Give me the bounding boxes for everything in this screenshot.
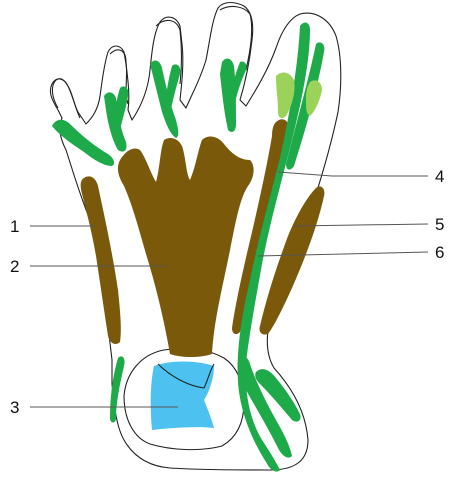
tendon-toe-3 <box>150 60 179 138</box>
retinaculum-edge <box>157 363 215 389</box>
label-6: 6 <box>435 243 444 262</box>
labels: 1 2 3 4 5 6 <box>10 167 444 417</box>
label-2: 2 <box>10 257 19 276</box>
tendon-toe-3-branch <box>164 64 181 117</box>
foot-outline <box>49 1 342 471</box>
muscles <box>80 119 325 357</box>
flexor-hallucis-longus-tendon <box>237 22 310 472</box>
tendon-toe-4-branch <box>112 86 129 141</box>
toe-2-outline <box>219 5 253 71</box>
tendon-toe-2-branch <box>229 61 247 108</box>
leader-5 <box>293 223 429 227</box>
toe-3-outline <box>155 19 183 85</box>
label-5: 5 <box>435 215 444 234</box>
tendon-toe-2 <box>220 58 236 132</box>
peroneus-longus-tendon <box>110 356 125 423</box>
leader-6 <box>257 251 429 257</box>
abductor-hallucis-muscle <box>259 186 325 335</box>
leader-lines <box>30 171 429 408</box>
tendon-toe-1-medial <box>286 42 325 170</box>
toe-5-outline <box>51 78 81 119</box>
flexor-hallucis-brevis-muscle <box>232 119 289 335</box>
hallux-sheath-right <box>306 80 322 116</box>
label-3: 3 <box>10 398 19 417</box>
tibialis-posterior-tendon <box>255 369 301 422</box>
tendon-toe-5 <box>52 119 115 166</box>
flexor-retinaculum <box>150 361 214 430</box>
hallux-sheath-left <box>276 72 295 119</box>
flexor-digitorum-longus-tendon <box>237 356 292 458</box>
flexor-digitorum-brevis-muscle <box>117 136 254 357</box>
label-1: 1 <box>10 217 19 236</box>
label-4: 4 <box>435 167 444 186</box>
leader-4a <box>277 171 333 177</box>
tendons <box>52 22 325 472</box>
abductor-digiti-minimi-muscle <box>80 176 121 344</box>
tendon-sheaths <box>276 72 322 119</box>
